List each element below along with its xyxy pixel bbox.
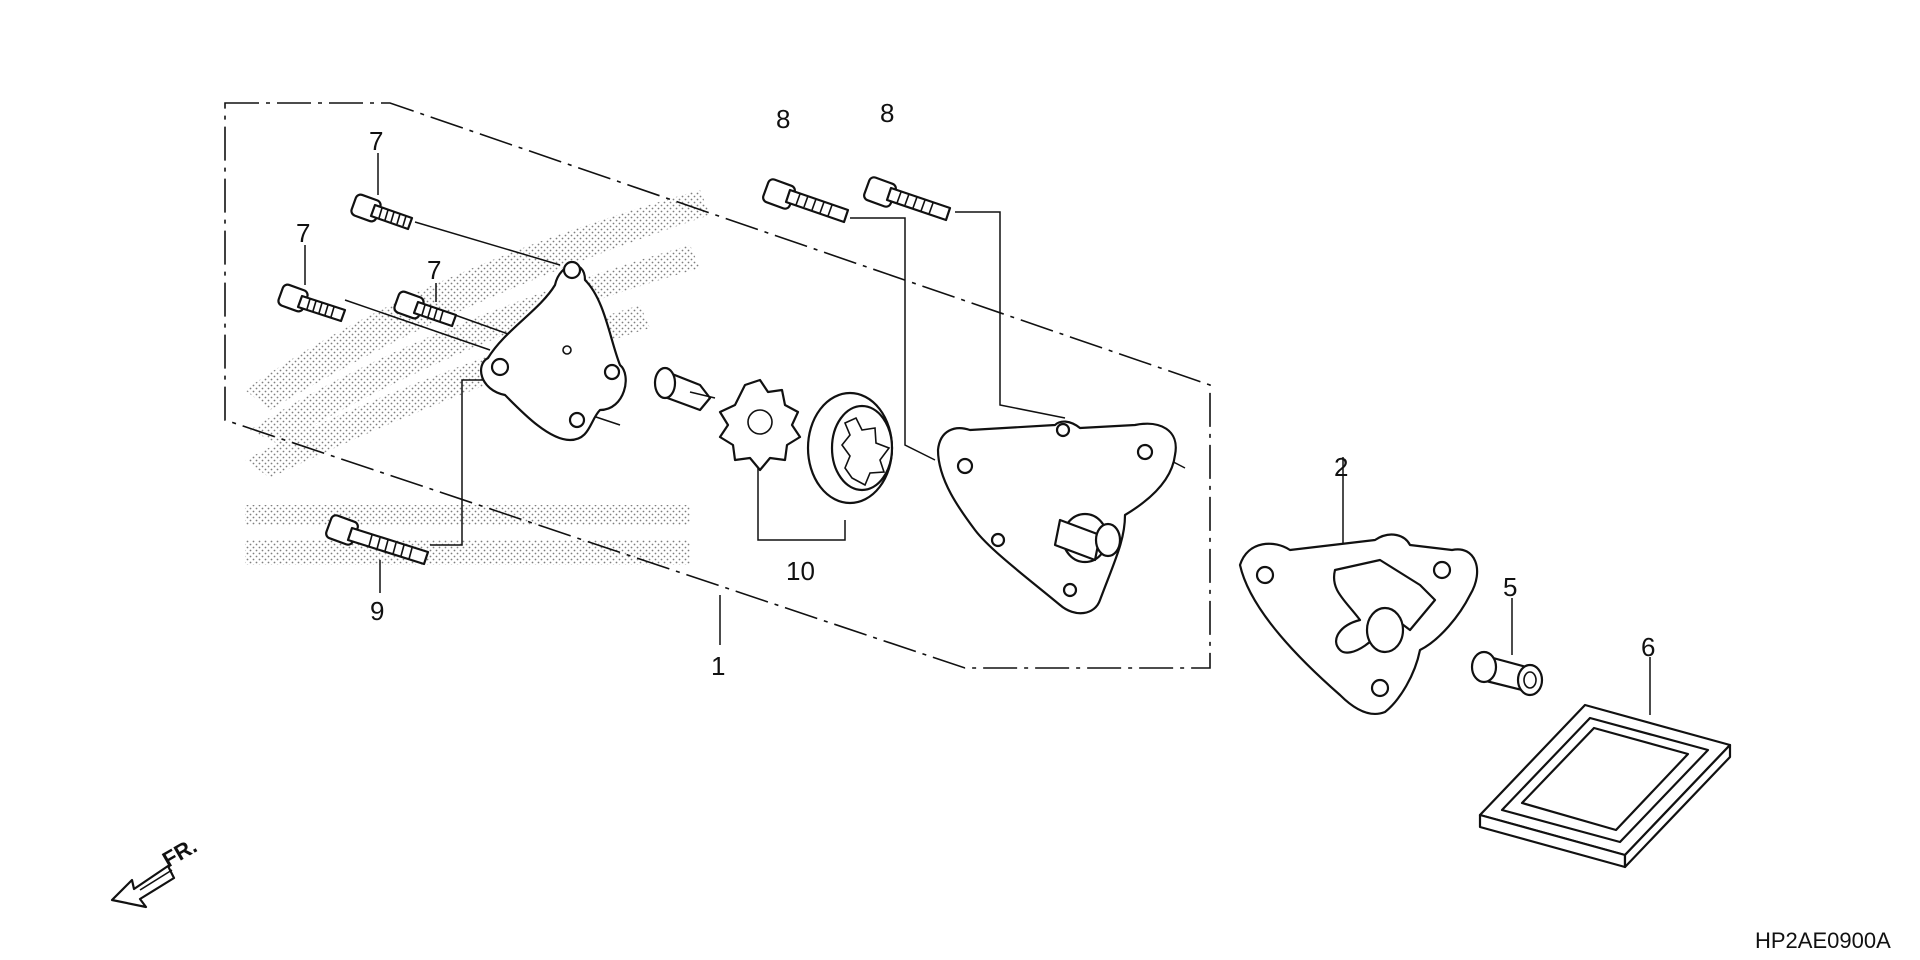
collar-5	[1470, 650, 1544, 697]
gasket-2	[1238, 533, 1479, 716]
bolt-8-left	[762, 178, 850, 224]
callout-5: 5	[1503, 572, 1517, 602]
bolt-9	[325, 514, 430, 566]
callout-8-left: 8	[776, 104, 790, 134]
front-marker-label: FR.	[158, 833, 201, 872]
assembly-1-boundary	[224, 102, 1211, 669]
diagram-code: HP2AE0900A	[1755, 928, 1891, 953]
pump-body	[936, 420, 1177, 615]
callout-8-right: 8	[880, 98, 894, 128]
callout-7-upper: 7	[369, 126, 383, 156]
bolt-7-upper	[350, 193, 414, 231]
pump-cover	[479, 260, 627, 442]
callout-9: 9	[370, 596, 384, 626]
callout-10: 10	[786, 556, 815, 586]
bolt-8-right	[863, 176, 952, 222]
callout-7-left: 7	[296, 218, 310, 248]
callout-7-middle: 7	[427, 255, 441, 285]
brand-watermark	[245, 190, 710, 565]
strainer-6	[1478, 703, 1732, 869]
callout-6: 6	[1641, 632, 1655, 662]
inner-rotor	[718, 378, 802, 472]
front-direction-arrow	[110, 864, 176, 909]
bolt-7-middle	[393, 290, 458, 328]
pump-shaft	[653, 366, 716, 412]
bolt-7-left	[277, 283, 347, 323]
outer-rotor	[806, 391, 894, 505]
callout-1: 1	[711, 651, 725, 681]
callout-2: 2	[1334, 452, 1348, 482]
